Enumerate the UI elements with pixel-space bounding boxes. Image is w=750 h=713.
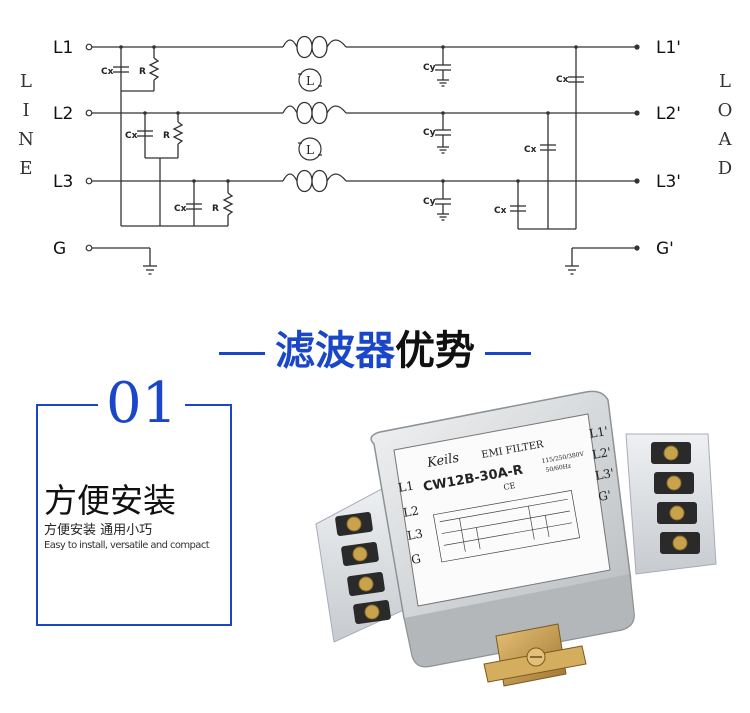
line-letter-l: L: [20, 71, 32, 92]
terminal-l2-out: L2': [656, 104, 681, 124]
product-photo: Keils EMI FILTER CW12B-30A-R 115/250/380…: [296, 374, 750, 708]
terminal-g-out: G': [656, 239, 674, 259]
line-letter-i: I: [22, 100, 29, 121]
terminal-g: G: [53, 239, 66, 259]
label-pin-l3-out: L3': [594, 466, 615, 483]
load-letter-a: A: [718, 129, 733, 150]
cy-label-2: Cy: [423, 128, 436, 138]
label-mini-schematic: [433, 490, 581, 563]
terminal-l3-out: L3': [656, 172, 681, 192]
label-pin-g-out: G': [597, 488, 612, 504]
label-pin-l1: L1: [397, 478, 415, 494]
terminal-l1: L1: [53, 38, 73, 58]
terminal-l1-out: L1': [656, 38, 681, 58]
feature-english: Easy to install, versatile and compact: [44, 540, 210, 551]
label-pin-l1-out: L1': [588, 424, 609, 441]
cx-label-2: Cx: [125, 131, 138, 141]
r-label-2: R: [163, 131, 170, 141]
cx-label-1: Cx: [101, 67, 114, 77]
load-letter-d: D: [718, 158, 732, 179]
cx-label-6: Cx: [494, 206, 507, 216]
choke-marker-1: L: [306, 74, 314, 88]
filter-schematic: L L L1 L2 L3 G L1' L2' L3' G' L I N E L …: [18, 35, 733, 275]
left-terminal-block: [315, 483, 407, 643]
right-terminal-block: [625, 433, 717, 575]
feature-subtitle: 方便安装 通用小巧: [44, 523, 153, 538]
load-letter-o: O: [718, 100, 733, 121]
r-label-3: R: [212, 204, 219, 214]
feature-number: 01: [98, 372, 186, 436]
feature-title: 方便安装: [44, 481, 176, 520]
section-heading: 滤波器优势: [0, 318, 750, 376]
label-brand: Keils: [425, 451, 460, 472]
label-freq: 50/60Hz: [545, 463, 572, 474]
label-pin-l2-out: L2': [591, 445, 612, 462]
cx-label-5: Cx: [524, 145, 537, 155]
label-pin-g: G: [410, 552, 422, 567]
label-pin-l2: L2: [402, 503, 420, 519]
cx-label-4: Cx: [556, 75, 569, 85]
cy-label-1: Cy: [423, 63, 436, 73]
heading-bar-left: [219, 351, 265, 355]
line-letter-n: N: [18, 129, 34, 150]
terminal-l3: L3: [53, 172, 73, 192]
cx-label-3: Cx: [174, 204, 187, 214]
product-label: [393, 413, 611, 607]
line-letter-e: E: [19, 158, 32, 179]
heading-title-blue: 滤波器: [275, 328, 395, 374]
heading-title-black: 优势: [395, 328, 475, 374]
heading-bar-right: [485, 351, 531, 355]
choke-marker-2: L: [306, 143, 314, 157]
din-rail-clip: [483, 623, 587, 687]
label-pin-l3: L3: [406, 526, 424, 542]
load-letter-l: L: [719, 71, 731, 92]
r-label-1: R: [139, 67, 146, 77]
terminal-l2: L2: [53, 104, 73, 124]
cy-label-3: Cy: [423, 197, 436, 207]
label-ce: CE: [503, 481, 516, 492]
